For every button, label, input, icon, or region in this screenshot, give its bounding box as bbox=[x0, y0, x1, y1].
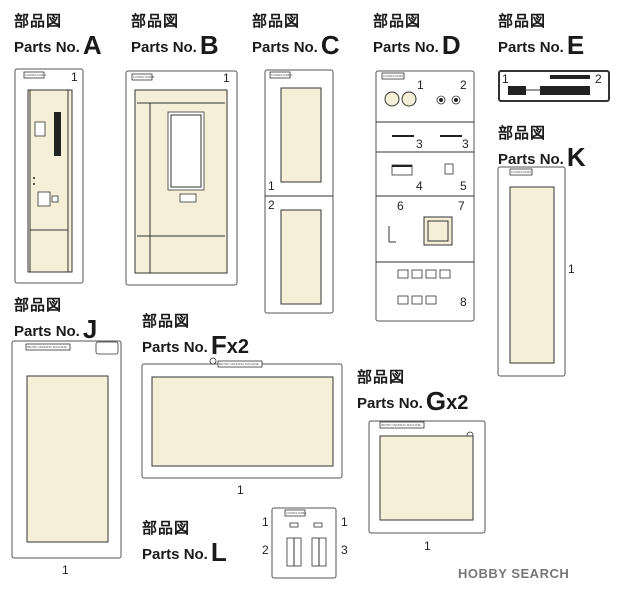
svg-text:3: 3 bbox=[416, 137, 423, 151]
sprue-j: RETRO VENDING MACHINE 1 bbox=[11, 340, 122, 577]
sprue-d: LOS004-SOB-D 1 2 3 3 4 5 6 7 bbox=[375, 70, 475, 322]
svg-text:RETRO VENDING MACHINE: RETRO VENDING MACHINE bbox=[27, 345, 67, 349]
watermark: HOBBY SEARCH bbox=[458, 566, 570, 581]
svg-text:1: 1 bbox=[424, 539, 431, 553]
sprue-a: LOS004-SOB-A 1 bbox=[14, 68, 84, 284]
svg-text:1: 1 bbox=[71, 70, 78, 84]
part-d1a bbox=[384, 91, 400, 107]
part-a1 bbox=[27, 89, 73, 273]
part-e2 bbox=[540, 86, 590, 95]
part-g1 bbox=[379, 435, 474, 521]
svg-text:LOS004-SOB-D: LOS004-SOB-D bbox=[383, 74, 405, 78]
svg-text:LOS004-SOB-C: LOS004-SOB-C bbox=[271, 73, 293, 77]
part-c1 bbox=[280, 87, 322, 183]
label-E: 部品図 Parts No.E bbox=[498, 13, 585, 60]
svg-text:3: 3 bbox=[341, 543, 348, 557]
label-F: 部品図 Parts No.Fx2 bbox=[142, 313, 249, 360]
svg-text:2: 2 bbox=[268, 198, 275, 212]
svg-text:LOS004-SOB-B: LOS004-SOB-B bbox=[133, 75, 154, 79]
sprue-c: LOS004-SOB-C 1 2 bbox=[264, 69, 334, 314]
svg-text:1: 1 bbox=[62, 563, 69, 577]
svg-text:RETRO VENDING MACHINE: RETRO VENDING MACHINE bbox=[219, 362, 259, 366]
svg-text:1: 1 bbox=[268, 179, 275, 193]
svg-text:1: 1 bbox=[237, 483, 244, 497]
svg-text:1: 1 bbox=[262, 515, 269, 529]
svg-text:2: 2 bbox=[262, 543, 269, 557]
part-f1 bbox=[151, 376, 334, 467]
part-d7 bbox=[423, 216, 453, 246]
part-e1 bbox=[508, 86, 526, 95]
part-d1b bbox=[401, 91, 417, 107]
label-K: 部品図 Parts No.K bbox=[498, 125, 586, 172]
svg-text:4: 4 bbox=[416, 179, 423, 193]
svg-text:8: 8 bbox=[460, 295, 467, 309]
svg-text:1: 1 bbox=[223, 71, 230, 85]
sprue-f: RETRO VENDING MACHINE 1 bbox=[141, 357, 343, 497]
svg-text:2: 2 bbox=[595, 72, 602, 86]
label-A: 部品図 Parts No.A bbox=[14, 13, 102, 60]
svg-text:3: 3 bbox=[462, 137, 469, 151]
sprue-b: LOS004-SOB-B 1 bbox=[125, 70, 238, 286]
svg-text:1: 1 bbox=[341, 515, 348, 529]
svg-text:2: 2 bbox=[460, 78, 467, 92]
svg-text:LOS004-SOB-L: LOS004-SOB-L bbox=[286, 511, 307, 515]
label-G: 部品図 Parts No.Gx2 bbox=[357, 369, 469, 416]
label-L: 部品図 Parts No.L bbox=[142, 520, 227, 567]
label-B: 部品図 Parts No.B bbox=[131, 13, 219, 60]
svg-text:1: 1 bbox=[502, 72, 509, 86]
svg-text:1: 1 bbox=[417, 78, 424, 92]
part-d8 bbox=[397, 269, 451, 305]
label-D: 部品図 Parts No.D bbox=[373, 13, 461, 60]
svg-text:RETRO VENDING MACHINE: RETRO VENDING MACHINE bbox=[381, 423, 421, 427]
label-C: 部品図 Parts No.C bbox=[252, 13, 340, 60]
svg-text:7: 7 bbox=[458, 199, 465, 213]
sprue-g: RETRO VENDING MACHINE 1 bbox=[368, 420, 486, 553]
part-j1 bbox=[26, 375, 109, 543]
svg-text:1: 1 bbox=[568, 262, 575, 276]
sprue-k: LOS004-SOB-K 1 bbox=[497, 166, 575, 377]
svg-text:5: 5 bbox=[460, 179, 467, 193]
svg-text:LOS004-SOB-K: LOS004-SOB-K bbox=[511, 170, 532, 174]
svg-text:6: 6 bbox=[397, 199, 404, 213]
label-J: 部品図 Parts No.J bbox=[14, 297, 98, 344]
part-c2 bbox=[280, 209, 322, 305]
part-k1 bbox=[509, 186, 555, 364]
sprue-l: LOS004-SOB-L 1 1 2 3 bbox=[262, 507, 348, 579]
sprue-e: 1 2 bbox=[498, 70, 610, 102]
svg-text:LOS004-SOB-A: LOS004-SOB-A bbox=[25, 73, 46, 77]
